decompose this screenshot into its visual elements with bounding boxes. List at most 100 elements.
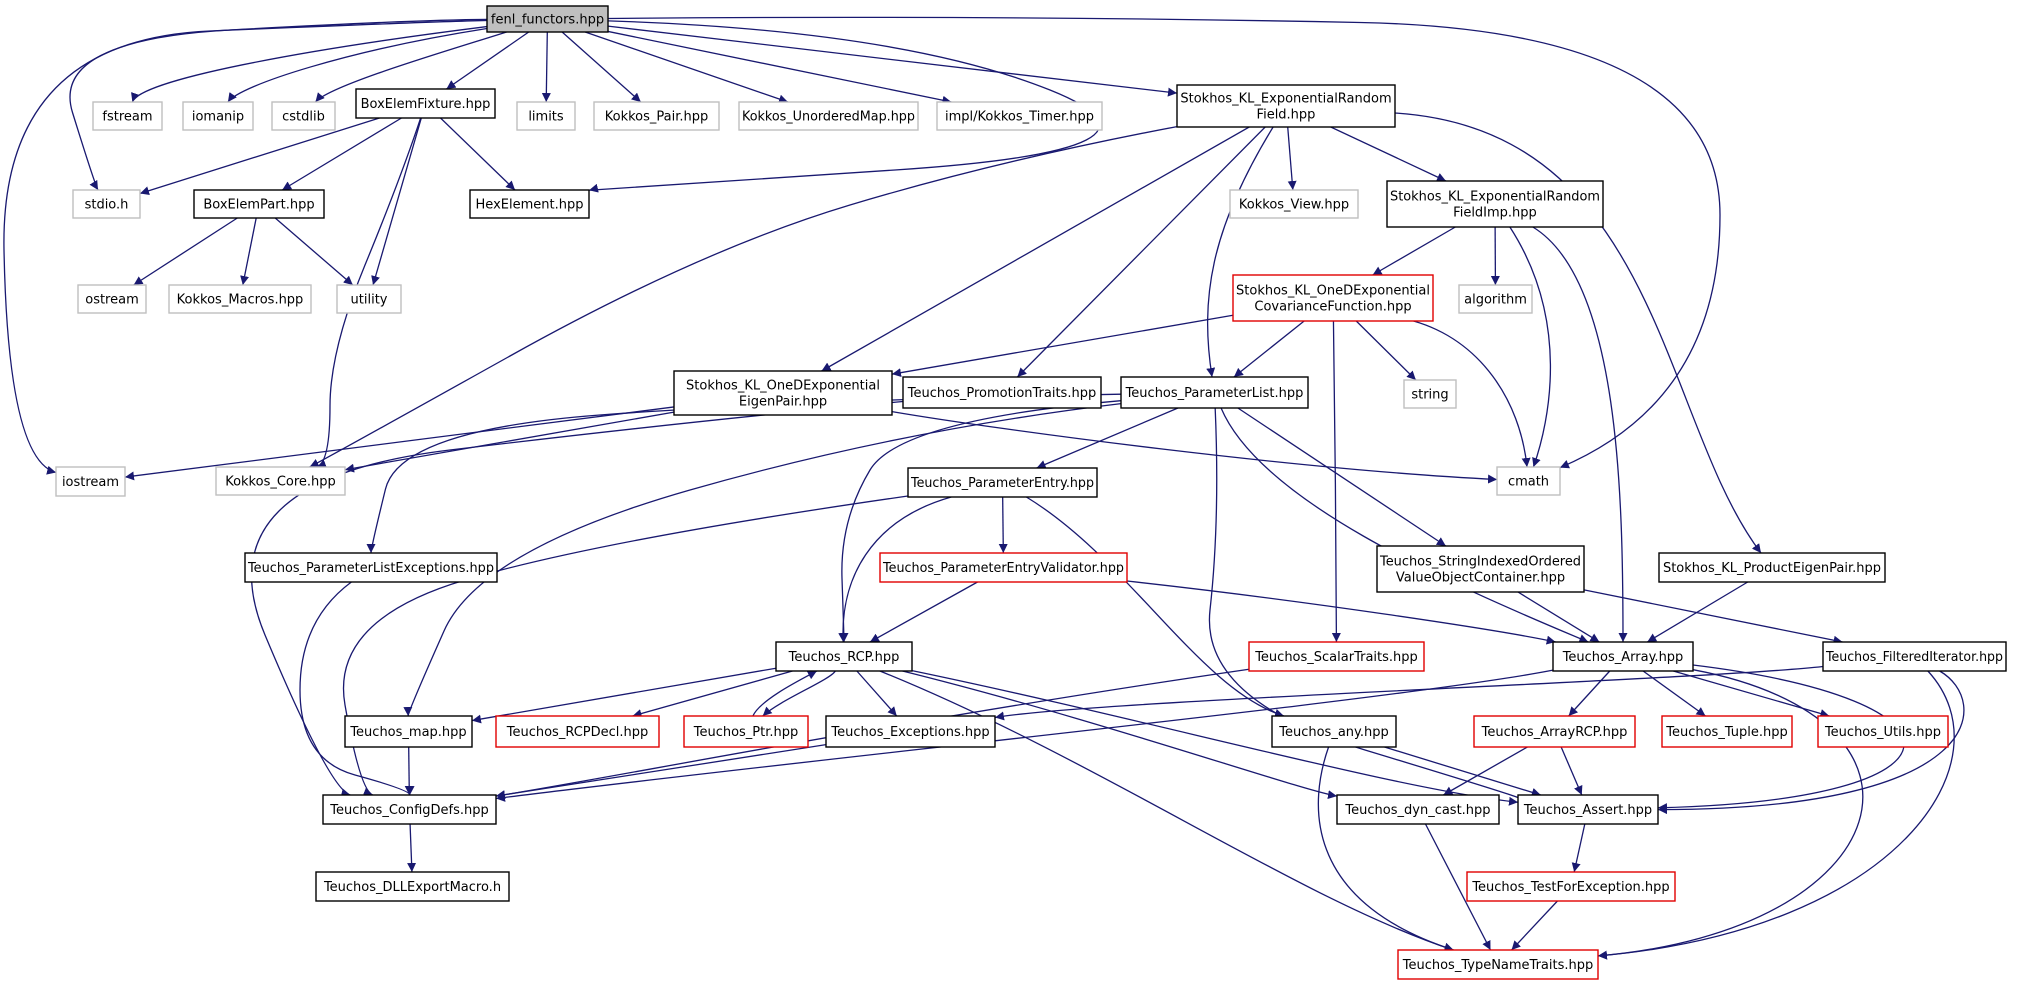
edge-skexp-to-tplist bbox=[1206, 126, 1274, 378]
node-tprom[interactable]: Teuchos_PromotionTraits.hpp bbox=[902, 376, 1102, 409]
edge-line bbox=[1208, 407, 1528, 804]
node-skoned[interactable]: Stokhos_KL_OneDExponentialCovarianceFunc… bbox=[1232, 274, 1434, 322]
node-label: Stokhos_KL_ExponentialRandom bbox=[1390, 190, 1600, 205]
edge-line bbox=[404, 746, 414, 796]
node-kcore: Kokkos_Core.hpp bbox=[215, 466, 346, 496]
edge-line bbox=[541, 31, 551, 103]
edge-tplist-to-tpentry bbox=[1036, 407, 1179, 469]
node-trcpdecl[interactable]: Teuchos_RCPDecl.hpp bbox=[495, 715, 660, 748]
node-box bbox=[1517, 794, 1659, 825]
node-label: Teuchos_Assert.hpp bbox=[1523, 803, 1652, 818]
node-tarray[interactable]: Teuchos_Array.hpp bbox=[1552, 641, 1694, 672]
edge-tarray-to-ttname bbox=[1597, 669, 1864, 960]
node-label: CovarianceFunction.hpp bbox=[1254, 300, 1411, 315]
node-box bbox=[336, 284, 402, 314]
node-tpeval[interactable]: Teuchos_ParameterEntryValidator.hpp bbox=[879, 552, 1128, 583]
node-box bbox=[355, 88, 496, 119]
edge-line bbox=[1657, 670, 1965, 815]
node-ttuple[interactable]: Teuchos_Tuple.hpp bbox=[1661, 715, 1793, 748]
node-box bbox=[1336, 794, 1500, 825]
node-label: Teuchos_TestForException.hpp bbox=[1471, 880, 1669, 895]
edge-line bbox=[607, 30, 952, 105]
edge-line bbox=[371, 117, 422, 286]
edge-skexpimp-to-cmath bbox=[1509, 226, 1552, 468]
node-label: iostream bbox=[62, 475, 119, 490]
node-tconf[interactable]: Teuchos_ConfigDefs.hpp bbox=[322, 794, 497, 825]
node-box bbox=[322, 794, 497, 825]
node-label: algorithm bbox=[1464, 293, 1527, 308]
node-tplist[interactable]: Teuchos_ParameterList.hpp bbox=[1120, 376, 1309, 409]
node-tutils[interactable]: Teuchos_Utils.hpp bbox=[1817, 715, 1949, 748]
edge-tpeval-to-tarray bbox=[1126, 580, 1556, 645]
edge-tplist-to-tarray bbox=[1220, 407, 1589, 643]
node-trcp[interactable]: Teuchos_RCP.hpp bbox=[775, 641, 913, 672]
edge-root-to-hexel bbox=[588, 20, 1100, 193]
node-box bbox=[902, 376, 1102, 409]
node-label: Teuchos_StringIndexedOrdered bbox=[1379, 555, 1581, 570]
node-box bbox=[244, 552, 498, 583]
edge-root-to-kumap bbox=[584, 31, 789, 104]
edge-root-to-iomanip bbox=[227, 27, 488, 103]
edge-line bbox=[1317, 746, 1454, 952]
edge-line bbox=[1233, 320, 1305, 378]
node-box bbox=[1232, 274, 1434, 322]
node-tfilt[interactable]: Teuchos_FilteredIterator.hpp bbox=[1822, 641, 2007, 672]
edge-line bbox=[240, 217, 257, 286]
edge-skprod-to-tarray bbox=[1646, 581, 1749, 643]
node-tdyn[interactable]: Teuchos_dyn_cast.hpp bbox=[1336, 794, 1500, 825]
edge-root-to-boxfix bbox=[446, 31, 530, 90]
edge-trcp-to-tassert bbox=[911, 669, 1519, 806]
edge-line bbox=[1424, 823, 1492, 951]
edge-trcp-to-tdyn bbox=[902, 670, 1338, 800]
node-algorithm: algorithm bbox=[1458, 284, 1533, 314]
node-kmacros: Kokkos_Macros.hpp bbox=[168, 284, 312, 314]
edge-line bbox=[752, 670, 818, 717]
edge-line bbox=[440, 117, 516, 191]
node-boxfix[interactable]: BoxElemFixture.hpp bbox=[355, 88, 496, 119]
node-tpentry[interactable]: Teuchos_ParameterEntry.hpp bbox=[907, 467, 1098, 498]
edge-line bbox=[1642, 670, 1706, 717]
node-tsioc[interactable]: Teuchos_StringIndexedOrderedValueObjectC… bbox=[1376, 545, 1585, 593]
node-tassert[interactable]: Teuchos_Assert.hpp bbox=[1517, 794, 1659, 825]
node-ttname[interactable]: Teuchos_TypeNameTraits.hpp bbox=[1397, 949, 1599, 980]
node-tscalar[interactable]: Teuchos_ScalarTraits.hpp bbox=[1248, 641, 1425, 672]
node-ttfe[interactable]: Teuchos_TestForException.hpp bbox=[1466, 871, 1676, 902]
node-string: string bbox=[1403, 379, 1457, 409]
node-tplexc[interactable]: Teuchos_ParameterListExceptions.hpp bbox=[244, 552, 498, 583]
edge-boxfix-to-hexel bbox=[440, 117, 516, 191]
node-boxpart[interactable]: BoxElemPart.hpp bbox=[193, 189, 325, 219]
edge-line bbox=[407, 823, 417, 873]
node-label: cstdlib bbox=[282, 110, 325, 125]
node-label: Teuchos_ParameterEntry.hpp bbox=[910, 476, 1094, 491]
node-box bbox=[775, 641, 913, 672]
edge-line bbox=[446, 31, 530, 90]
node-label: Field.hpp bbox=[1257, 108, 1316, 123]
node-ostream: ostream bbox=[77, 284, 147, 314]
node-tdll[interactable]: Teuchos_DLLExportMacro.h bbox=[315, 871, 510, 902]
edge-texc-to-tconf bbox=[495, 744, 827, 800]
node-tany[interactable]: Teuchos_any.hpp bbox=[1271, 715, 1397, 748]
node-root[interactable]: fenl_functors.hpp bbox=[486, 5, 609, 33]
node-iostream: iostream bbox=[55, 466, 126, 497]
edge-trcp-to-texc bbox=[856, 670, 898, 717]
edge-root-to-kpair bbox=[561, 31, 642, 103]
edge-line bbox=[309, 125, 1178, 468]
edge-line bbox=[1597, 670, 1955, 960]
node-skprod[interactable]: Stokhos_KL_ProductEigenPair.hpp bbox=[1658, 552, 1886, 583]
node-label: Teuchos_ParameterEntryValidator.hpp bbox=[882, 561, 1124, 576]
node-tptr[interactable]: Teuchos_Ptr.hpp bbox=[683, 715, 809, 748]
node-tmap[interactable]: Teuchos_map.hpp bbox=[344, 715, 473, 748]
node-hexel[interactable]: HexElement.hpp bbox=[469, 189, 590, 219]
node-tarcp[interactable]: Teuchos_ArrayRCP.hpp bbox=[1473, 715, 1636, 748]
node-texc[interactable]: Teuchos_Exceptions.hpp bbox=[825, 715, 996, 748]
edge-line bbox=[1026, 496, 1285, 718]
node-utility: utility bbox=[336, 284, 402, 314]
node-label: utility bbox=[351, 293, 388, 308]
edge-tarcp-to-tassert bbox=[1560, 746, 1583, 796]
edge-tsioc-to-tarray bbox=[1517, 591, 1600, 643]
edge-skexpimp-to-skoned bbox=[1372, 226, 1456, 276]
